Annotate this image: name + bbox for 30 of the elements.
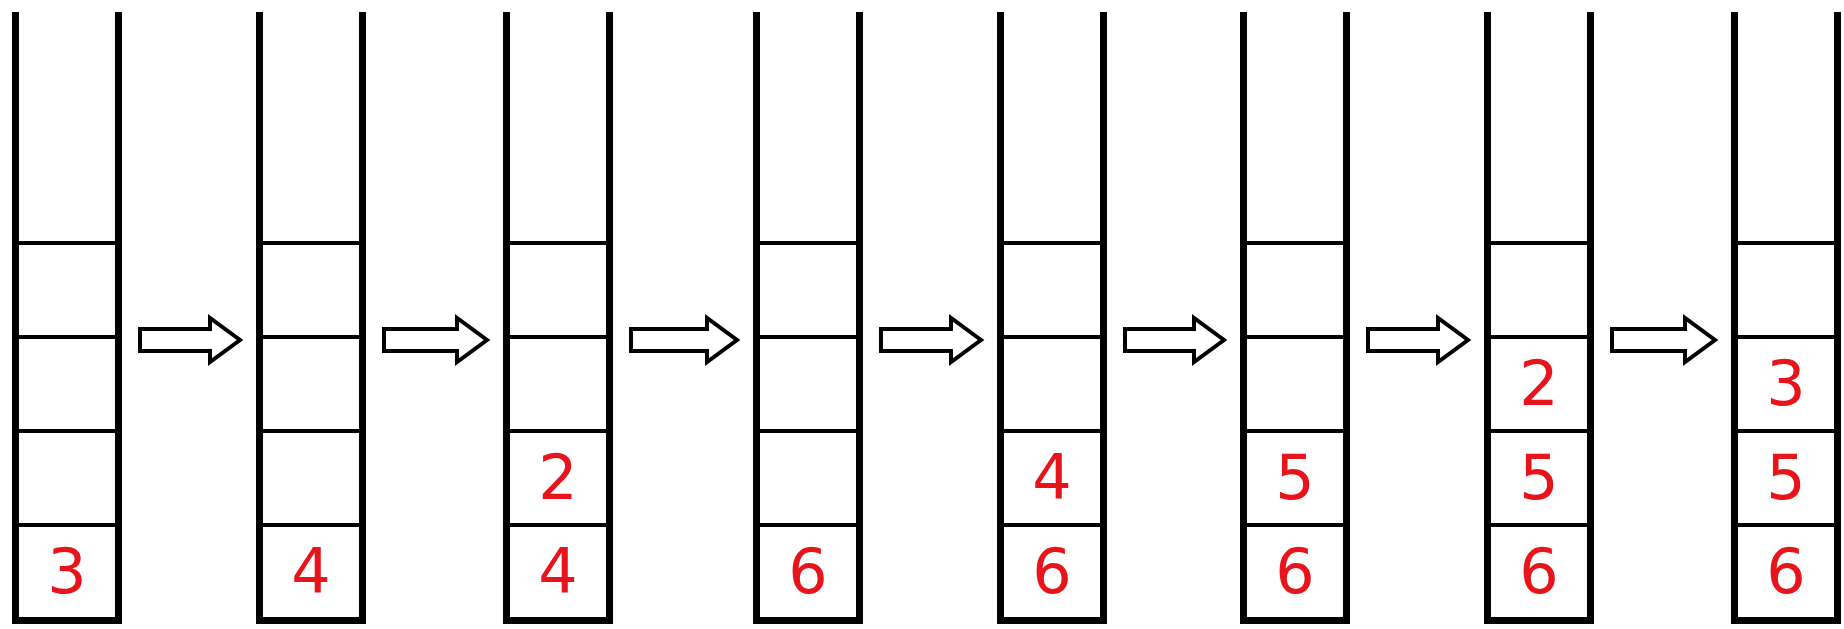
stack-container — [12, 12, 122, 624]
block-arrow — [1610, 314, 1719, 366]
block-arrow — [382, 314, 491, 366]
stack-container — [1731, 12, 1841, 624]
stack-slot-value: 2 — [1491, 335, 1587, 429]
stack-container — [753, 12, 863, 624]
block-arrow — [879, 314, 985, 366]
stack-slot-value: 6 — [760, 523, 856, 617]
stack-slot-value: 5 — [1738, 429, 1834, 523]
stack-slot-value: 6 — [1491, 523, 1587, 617]
stack-container — [997, 12, 1107, 624]
stack-slot-value: 4 — [1004, 429, 1100, 523]
stack-slot-value: 4 — [510, 523, 606, 617]
stack-container — [1484, 12, 1594, 624]
stack-container — [256, 12, 366, 624]
stack-slot-value: 4 — [263, 523, 359, 617]
stack-container — [1240, 12, 1350, 624]
stack-container — [503, 12, 613, 624]
block-arrow — [1123, 314, 1228, 366]
block-arrow — [138, 314, 244, 366]
stack-slot-value: 2 — [510, 429, 606, 523]
stack-slot-value: 6 — [1004, 523, 1100, 617]
stack-slot-value: 5 — [1491, 429, 1587, 523]
stack-slot-value: 6 — [1247, 523, 1343, 617]
stack-slot-value: 5 — [1247, 429, 1343, 523]
block-arrow — [1366, 314, 1472, 366]
stack-slot-value: 6 — [1738, 523, 1834, 617]
stack-slot-value: 3 — [19, 523, 115, 617]
block-arrow — [629, 314, 741, 366]
stack-slot-value: 3 — [1738, 335, 1834, 429]
